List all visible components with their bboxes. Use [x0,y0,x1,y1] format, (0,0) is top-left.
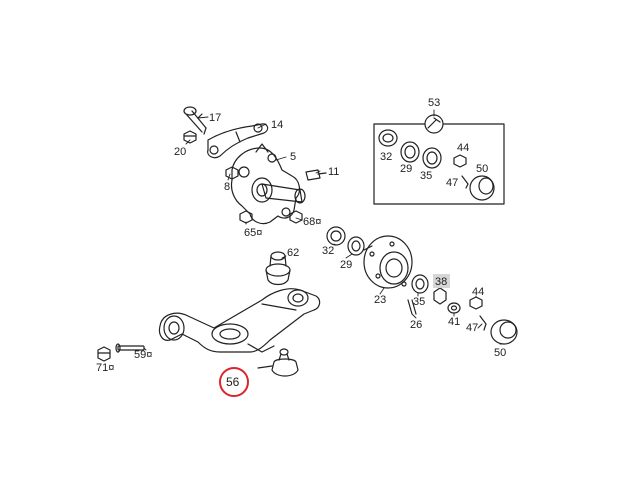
callout-56-highlight-circle [219,367,249,397]
callout-50-kit: 50 [476,163,488,175]
callout-26: 26 [410,319,422,331]
callout-71: 71¤ [96,362,114,374]
ball-joint-56-drawing [257,348,299,377]
callout-23: 23 [374,294,386,306]
wheel-hub-23-drawing [363,235,413,289]
stud-26-drawing [407,299,417,315]
bolt-17-drawing [183,106,207,135]
leader-lines [143,109,503,351]
bolt-65-drawing [239,210,253,224]
seal-32-kit-drawing [378,129,398,147]
callout-50: 50 [494,347,506,359]
callout-38-box [433,274,450,288]
callout-32-kit: 32 [380,151,392,163]
callout-5: 5 [290,151,296,163]
steering-arm-14-drawing [207,123,269,159]
callout-14: 14 [271,119,283,131]
nut-71-drawing [97,346,111,362]
clip-47-drawing [479,315,487,331]
steering-knuckle-5-drawing [230,143,306,225]
washer-38-drawing [433,287,447,305]
callout-53: 53 [428,97,440,109]
callout-11: 11 [328,166,339,178]
ball-joint-62-drawing [265,251,291,286]
callout-35: 35 [413,296,425,308]
callout-20: 20 [174,146,186,158]
nut-44-kit-drawing [453,154,467,168]
bearing-35-drawing [411,274,429,294]
bolt-68-drawing [289,210,303,224]
bearing-35-kit-drawing [422,147,442,169]
callout-47-kit: 47 [446,177,458,189]
callout-35-kit: 35 [420,170,432,182]
callout-29: 29 [340,259,352,271]
callout-62: 62 [287,247,299,259]
clip-47-kit-drawing [461,175,469,189]
callout-17: 17 [209,112,221,124]
callout-47: 47 [466,322,478,334]
callout-44: 44 [472,286,484,298]
wrench-icon [424,114,444,134]
nut-41-drawing [447,302,461,314]
callout-38: 38 [435,276,447,288]
bearing-29-drawing [347,236,365,256]
callout-32: 32 [322,245,334,257]
nut-8-drawing [225,166,239,180]
callout-29-kit: 29 [400,163,412,175]
sensor-11-drawing [305,169,327,181]
cap-50-kit-drawing [469,175,495,201]
cap-50-drawing [490,319,518,345]
callout-65: 65¤ [244,227,262,239]
callout-41: 41 [448,316,460,328]
seal-32-drawing [326,226,346,246]
callout-56: 56 [226,375,240,389]
callout-8: 8 [224,181,230,193]
nut-44-drawing [469,296,483,310]
callout-68: 68¤ [303,216,321,228]
callout-59: 59¤ [134,349,152,361]
nut-20-drawing [183,130,197,144]
lower-control-arm-drawing [158,288,321,353]
callout-44-kit: 44 [457,142,469,154]
bearing-29-kit-drawing [400,141,420,163]
